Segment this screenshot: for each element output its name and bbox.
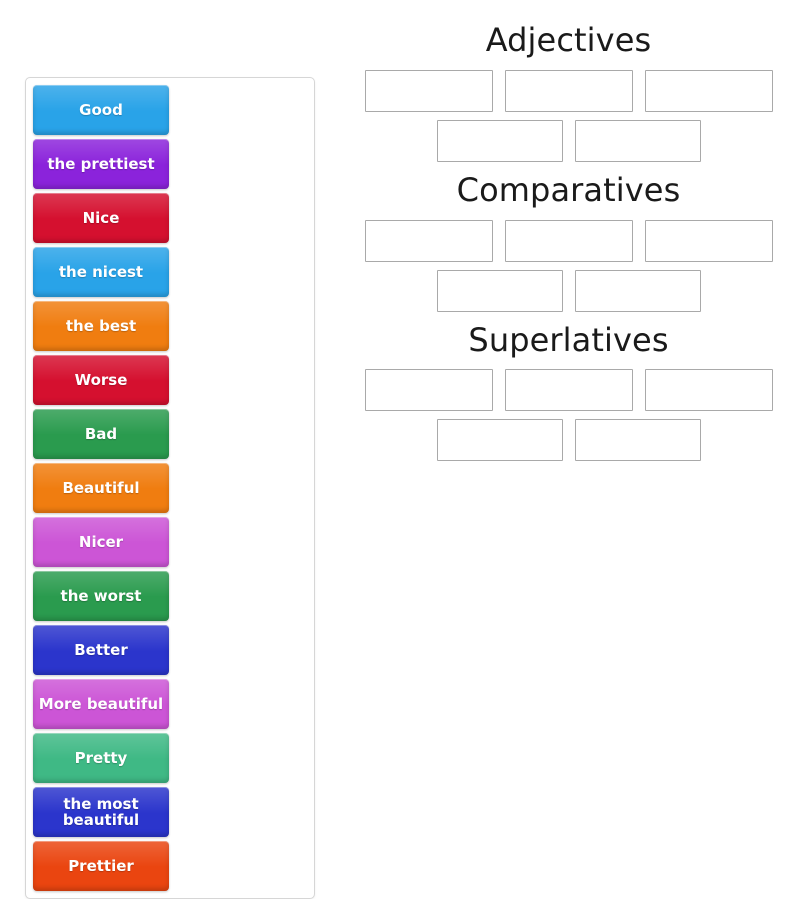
- category-title: Comparatives: [456, 170, 681, 209]
- word-tile-label: Prettier: [68, 856, 134, 875]
- word-tile[interactable]: the best: [33, 301, 169, 351]
- word-tile[interactable]: Nicer: [33, 517, 169, 567]
- drop-slot[interactable]: [574, 419, 701, 462]
- category-section: Adjectives: [337, 21, 800, 162]
- word-tile[interactable]: Pretty: [33, 733, 169, 783]
- word-tile-label: Beautiful: [62, 478, 140, 497]
- word-tile[interactable]: the prettiest: [33, 139, 169, 189]
- word-tile[interactable]: Worse: [33, 355, 169, 405]
- category-title: Adjectives: [485, 21, 652, 59]
- drop-slot-group: [337, 69, 800, 162]
- word-tile[interactable]: the most beautiful: [33, 787, 169, 837]
- drop-slot[interactable]: [364, 69, 493, 112]
- word-tile-label: the most beautiful: [62, 794, 140, 829]
- word-tile-label: Nice: [82, 208, 120, 227]
- drop-slot[interactable]: [436, 419, 563, 462]
- drop-slot[interactable]: [644, 219, 773, 262]
- word-tile[interactable]: Prettier: [33, 841, 169, 891]
- drop-slot[interactable]: [504, 219, 633, 262]
- word-tile-label: Bad: [84, 424, 118, 443]
- drop-slot[interactable]: [436, 269, 563, 312]
- word-tile-label: Worse: [74, 370, 128, 389]
- word-tile[interactable]: Good: [33, 85, 169, 135]
- word-tile-label: Better: [74, 640, 128, 659]
- drop-slot-group: [337, 369, 800, 462]
- word-tile-label: Nicer: [78, 532, 124, 551]
- drop-slot[interactable]: [364, 219, 493, 262]
- drop-slot[interactable]: [644, 69, 773, 112]
- word-tile-label: the prettiest: [47, 154, 155, 173]
- category-section: Superlatives: [337, 320, 800, 462]
- word-tile-label: Good: [79, 100, 123, 119]
- word-tile-label: Pretty: [74, 748, 128, 767]
- drop-slot[interactable]: [504, 369, 633, 412]
- word-tile-label: the best: [65, 316, 137, 335]
- word-tile-label: More beautiful: [38, 694, 164, 713]
- word-tile[interactable]: Better: [33, 625, 169, 675]
- drop-slot[interactable]: [644, 369, 773, 412]
- word-tile[interactable]: the nicest: [33, 247, 169, 297]
- word-tile[interactable]: Bad: [33, 409, 169, 459]
- word-tile[interactable]: the worst: [33, 571, 169, 621]
- drop-slot[interactable]: [364, 369, 493, 412]
- category-section: Comparatives: [337, 170, 800, 312]
- drop-slot[interactable]: [574, 119, 701, 162]
- word-tile[interactable]: Beautiful: [33, 463, 169, 513]
- word-tile-label: the worst: [60, 586, 142, 605]
- word-tile-label: the nicest: [58, 262, 144, 281]
- drop-slot-group: [337, 219, 800, 312]
- drop-slot[interactable]: [574, 269, 701, 312]
- word-tile[interactable]: Nice: [33, 193, 169, 243]
- drop-slot[interactable]: [504, 69, 633, 112]
- drop-slot[interactable]: [436, 119, 563, 162]
- category-title: Superlatives: [468, 320, 669, 359]
- word-tile[interactable]: More beautiful: [33, 679, 169, 729]
